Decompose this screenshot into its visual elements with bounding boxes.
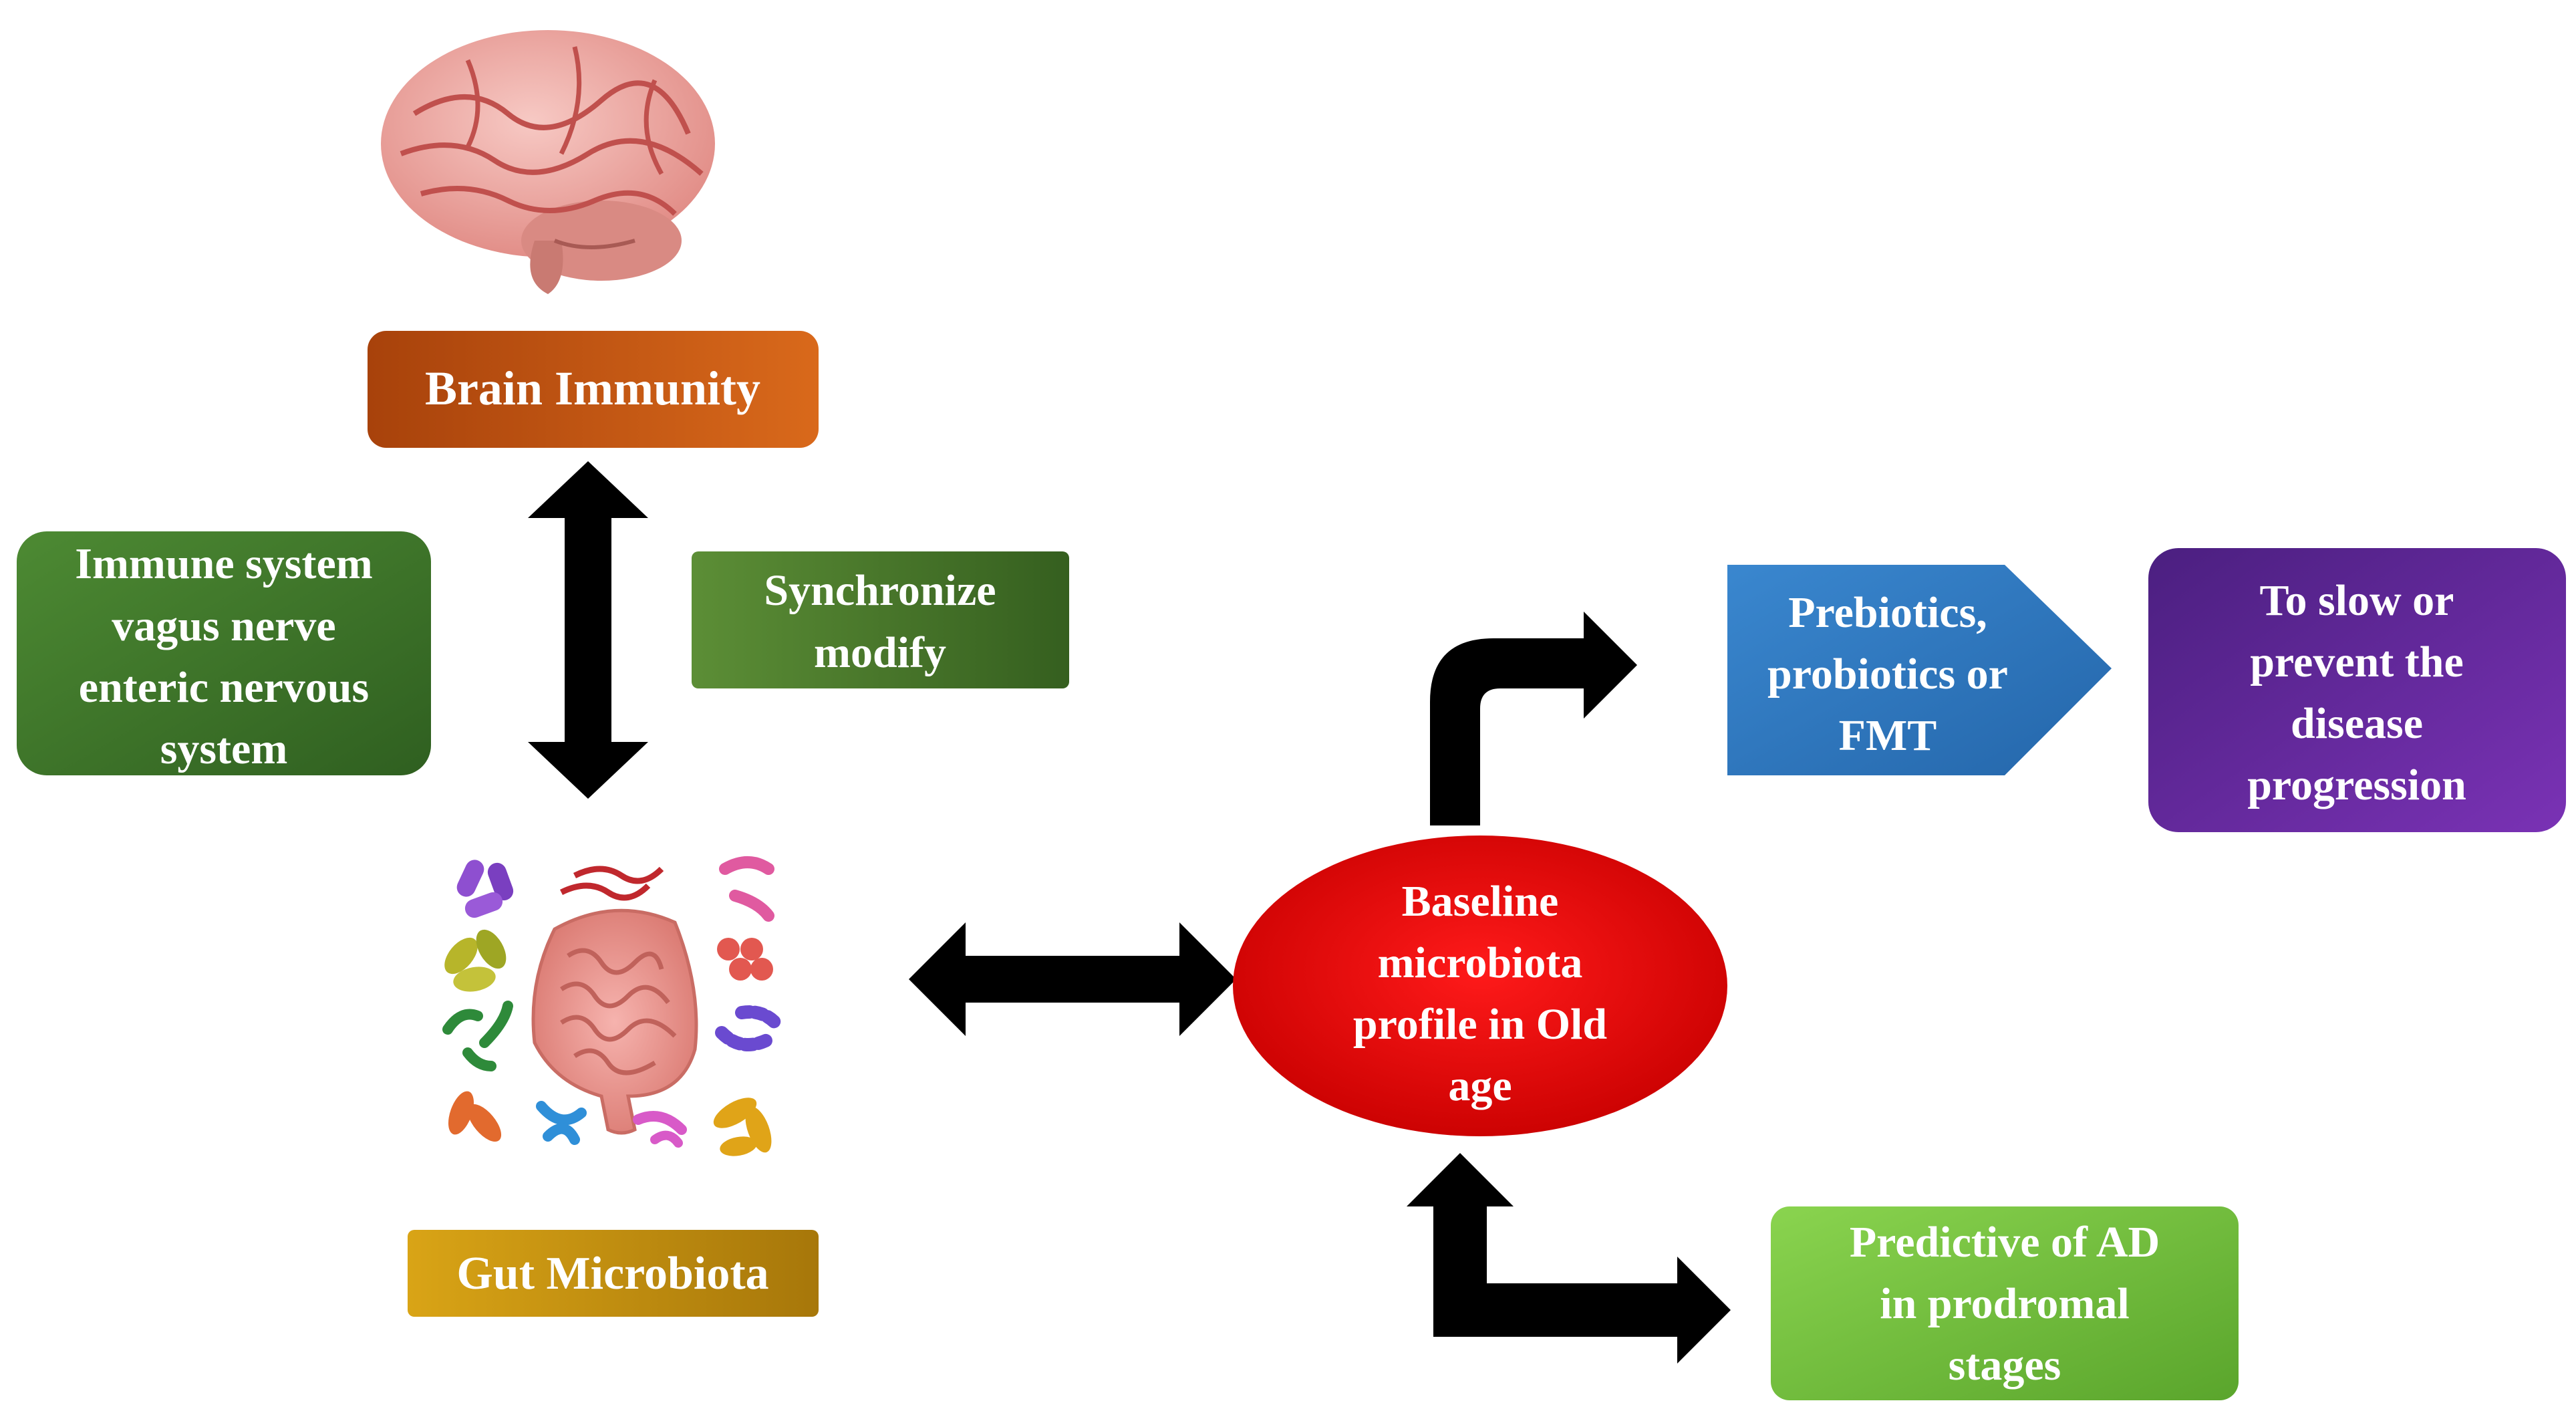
horizontal-double-arrow (909, 922, 1236, 1036)
outcome-line-3: disease (2291, 699, 2423, 748)
intestine-icon (531, 866, 698, 1135)
outcome-box: To slow or prevent the disease progressi… (2148, 548, 2566, 832)
predictive-line-2: in prodromal (1880, 1279, 2129, 1328)
bent-double-arrow-to-predictive (1407, 1153, 1731, 1364)
gut-microbiota-label: Gut Microbiota (456, 1248, 768, 1299)
baseline-line-1: Baseline (1402, 877, 1559, 926)
interventions-line-2: probiotics or (1767, 650, 2008, 698)
brain-icon (381, 30, 715, 294)
baseline-line-4: age (1448, 1061, 1512, 1110)
predictive-line-1: Predictive of AD (1850, 1218, 2160, 1267)
synchronize-line-1: Synchronize (764, 566, 996, 615)
bacteria-icon (442, 856, 782, 1156)
bent-arrow-to-interventions (1430, 612, 1637, 825)
outcome-line-4: progression (2247, 761, 2466, 809)
brain-immunity-box: Brain Immunity (368, 331, 819, 448)
routes-line-2: vagus nerve (112, 602, 335, 650)
baseline-profile-node: Baseline microbiota profile in Old age (1233, 836, 1727, 1136)
interventions-box: Prebiotics, probiotics or FMT (1727, 565, 2112, 775)
predictive-line-3: stages (1949, 1341, 2061, 1390)
interventions-line-1: Prebiotics, (1788, 588, 1987, 637)
brain-immunity-label: Brain Immunity (425, 362, 760, 415)
routes-line-1: Immune system (75, 539, 372, 588)
outcome-line-1: To slow or (2260, 576, 2454, 625)
connection-routes-box: Immune system vagus nerve enteric nervou… (17, 531, 431, 775)
interventions-line-3: FMT (1839, 711, 1937, 760)
baseline-line-2: microbiota (1378, 938, 1583, 987)
synchronize-line-2: modify (814, 628, 946, 677)
outcome-line-2: prevent the (2250, 638, 2464, 686)
routes-line-3: enteric nervous (79, 663, 369, 712)
gut-microbiota-box: Gut Microbiota (408, 1230, 819, 1317)
baseline-line-3: profile in Old (1353, 1000, 1607, 1049)
vertical-double-arrow (528, 461, 648, 799)
predictive-box: Predictive of AD in prodromal stages (1771, 1206, 2239, 1400)
routes-line-4: system (160, 725, 288, 773)
synchronize-box: Synchronize modify (692, 551, 1069, 688)
